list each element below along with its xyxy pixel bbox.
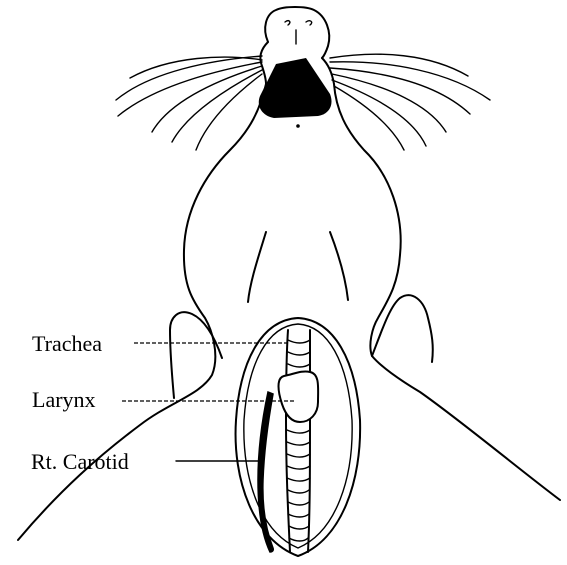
- trachea-right-edge: [308, 330, 310, 552]
- mouth: [259, 58, 332, 118]
- label-larynx: Larynx: [32, 387, 96, 412]
- right-forelimb-line: [330, 232, 348, 300]
- chin-dot: [296, 124, 300, 128]
- carotid-artery: [258, 392, 273, 552]
- label-trachea: Trachea: [32, 331, 102, 356]
- cheek-left: [260, 42, 268, 84]
- incision-outer: [236, 318, 361, 556]
- rat-head: [259, 7, 334, 128]
- body-right-outline: [334, 84, 560, 500]
- trachea-rings: [287, 340, 310, 541]
- nostril-right: [306, 21, 312, 25]
- trachea-left-edge: [286, 330, 290, 552]
- nostril-left: [285, 21, 290, 25]
- labels: Trachea Larynx Rt. Carotid: [31, 331, 129, 474]
- snout-outline: [265, 7, 329, 58]
- right-paw: [372, 295, 433, 362]
- whiskers-right: [330, 54, 490, 150]
- larynx-shape: [279, 371, 319, 422]
- label-carotid: Rt. Carotid: [31, 449, 129, 474]
- whiskers-left: [116, 56, 262, 150]
- left-forelimb-line: [248, 232, 266, 302]
- left-paw: [170, 312, 222, 398]
- neck-incision: [236, 318, 361, 556]
